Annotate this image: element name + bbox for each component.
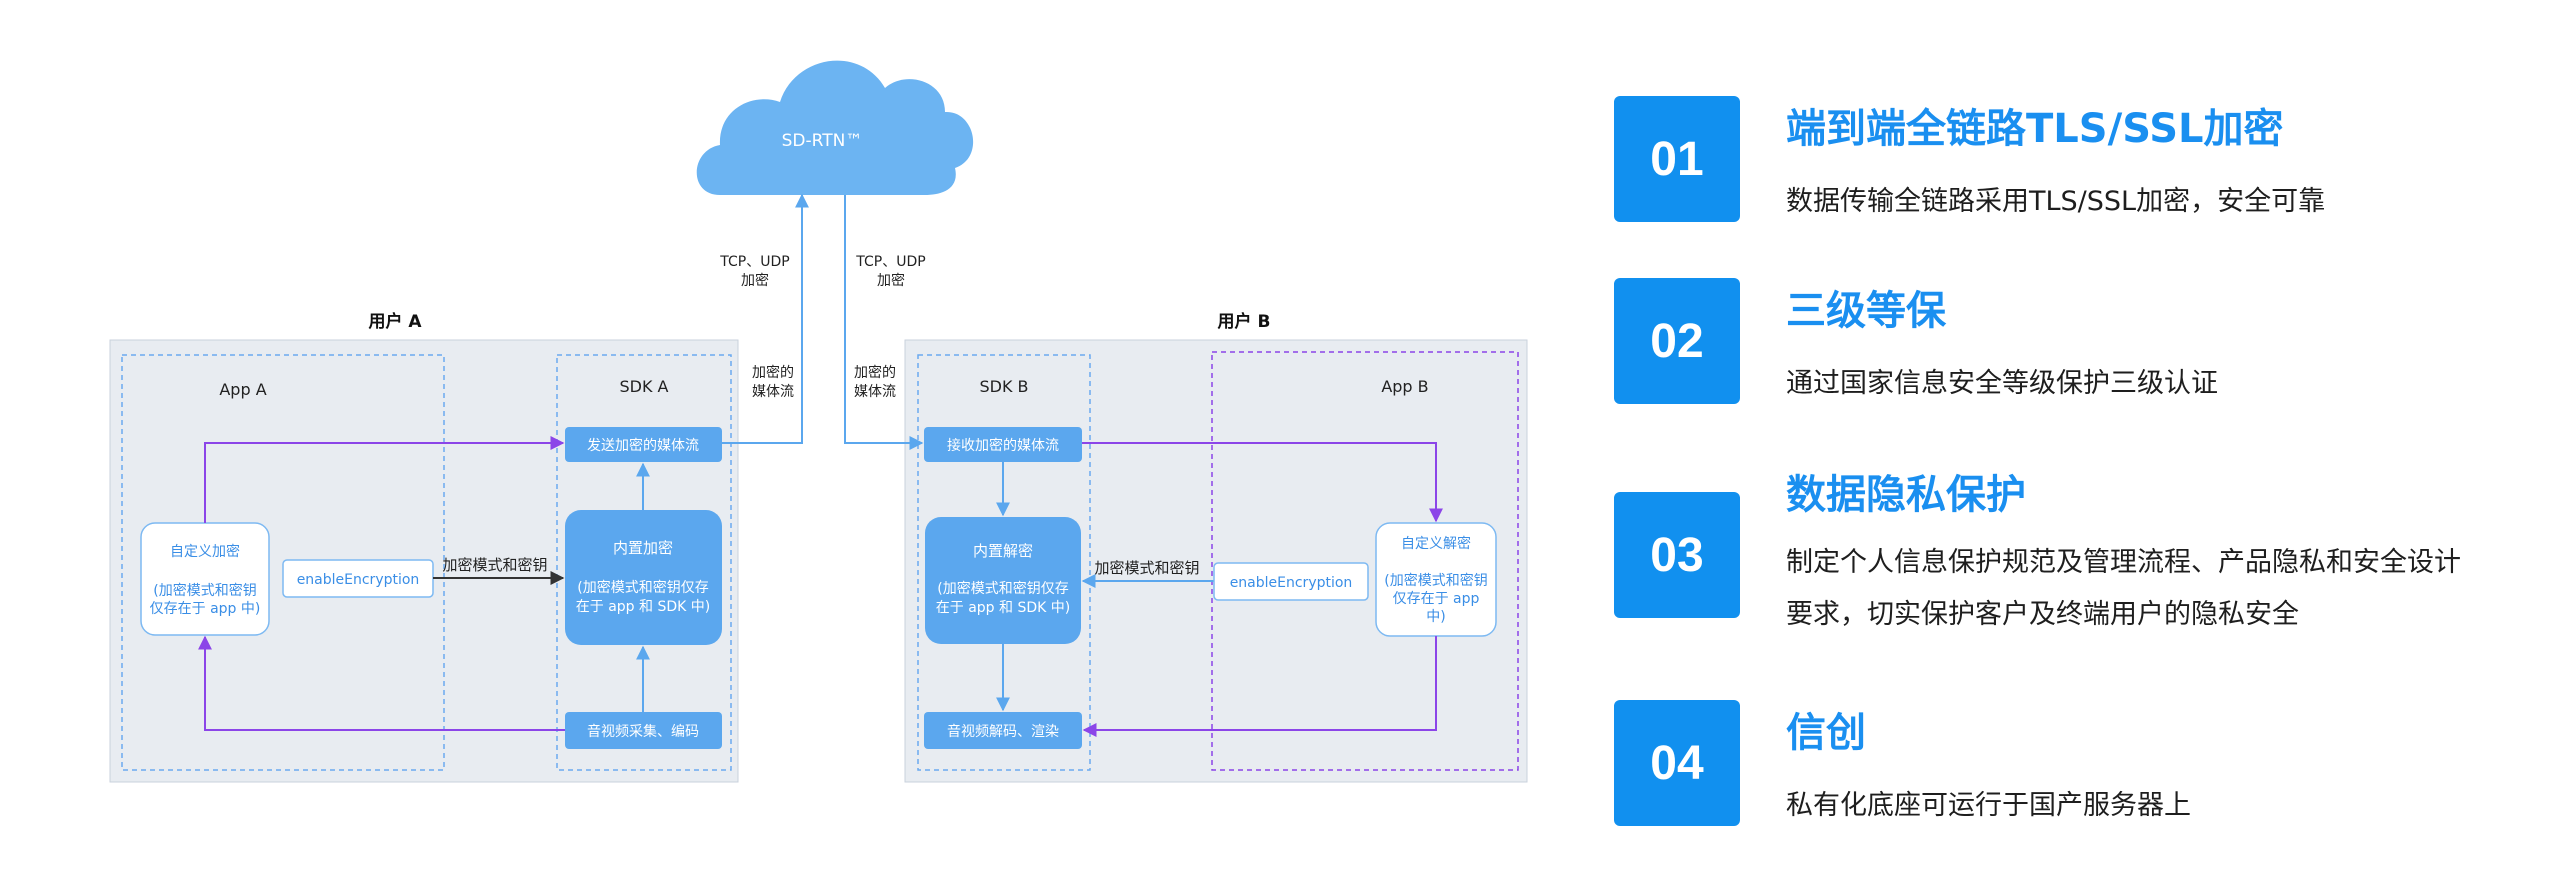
- arrow-send-to-cloud: [722, 193, 809, 444]
- recv-stream-box: [924, 427, 1082, 462]
- feature-item-1: 01 端到端全链路TLS/SSL加密 数据传输全链路采用TLS/SSL加密，安全…: [1614, 96, 2514, 246]
- custom-encrypt-box: [140, 522, 270, 636]
- user-b-title: 用户 B: [1218, 311, 1271, 332]
- app-a-label: App A: [219, 380, 266, 399]
- user-a-title: 用户 A: [368, 311, 422, 332]
- link-label-left-1: TCP、UDP: [719, 254, 789, 270]
- custom-decrypt-line-4: 仅存在于 app: [1393, 591, 1480, 607]
- feature-title-1: 端到端全链路TLS/SSL加密: [1786, 106, 2284, 152]
- custom-encrypt-line-1: 自定义加密: [170, 543, 240, 560]
- enable-encryption-a-label: enableEncryption: [297, 572, 420, 588]
- sdk-b-container: [917, 354, 1091, 771]
- feature-desc-1: 数据传输全链路采用TLS/SSL加密，安全可靠: [1786, 186, 2326, 217]
- feature-item-2: 02 三级等保 通过国家信息安全等级保护三级认证: [1614, 278, 2514, 428]
- builtin-encrypt-line-4: 在于 app 和 SDK 中): [576, 599, 710, 615]
- app-b-container: [1211, 351, 1519, 771]
- feature-item-4: 04 信创 私有化底座可运行于国产服务器上: [1614, 700, 2514, 850]
- builtin-decrypt-line-3: (加密模式和密钥仅存: [937, 580, 1068, 597]
- custom-decrypt-line-3: (加密模式和密钥: [1384, 572, 1487, 589]
- stream-label-right-1: 加密的: [854, 364, 896, 381]
- decode-render-label: 音视频解码、渲染: [947, 723, 1059, 740]
- link-label-left-2: 加密: [741, 272, 769, 289]
- recv-stream-label: 接收加密的媒体流: [947, 437, 1059, 454]
- capture-encode-label: 音视频采集、编码: [587, 723, 699, 740]
- feature-title-2: 三级等保: [1786, 288, 1946, 334]
- feature-number-2: 02: [1614, 278, 1740, 404]
- stream-label-left-1: 加密的: [752, 364, 794, 381]
- key-label-a: 加密模式和密钥: [442, 556, 547, 574]
- app-b-label: App B: [1381, 377, 1428, 396]
- stream-label-right-2: 媒体流: [854, 384, 896, 400]
- feature-desc-2: 通过国家信息安全等级保护三级认证: [1786, 368, 2218, 399]
- arrow-cloud-to-recv: [844, 195, 924, 450]
- arrow-recv-to-custom-decrypt: [1082, 442, 1443, 523]
- builtin-encrypt-line-3: (加密模式和密钥仅存: [577, 579, 708, 596]
- link-label-right-2: 加密: [877, 272, 905, 289]
- cloud-icon: [696, 60, 974, 195]
- arrow-custom-decrypt-to-decode: [1082, 636, 1437, 737]
- sdk-a-container: [556, 354, 732, 771]
- custom-encrypt-line-4: 仅存在于 app 中): [150, 601, 261, 617]
- cloud-label: SD-RTN™: [782, 131, 863, 151]
- feature-item-3: 03 数据隐私保护 制定个人信息保护规范及管理流程、产品隐私和安全设计要求，切实…: [1614, 462, 2514, 652]
- key-label-b: 加密模式和密钥: [1094, 559, 1199, 577]
- stream-label-left-2: 媒体流: [752, 384, 794, 400]
- arrow-custom-to-send: [204, 436, 565, 523]
- sdk-a-label: SDK A: [620, 377, 669, 396]
- decode-render-box: [924, 712, 1082, 749]
- send-stream-box: [565, 427, 722, 462]
- custom-decrypt-line-1: 自定义解密: [1401, 535, 1471, 552]
- sdk-b-label: SDK B: [979, 377, 1028, 396]
- feature-title-3: 数据隐私保护: [1786, 472, 2026, 518]
- arrow-capture-to-custom: [198, 635, 565, 731]
- feature-title-4: 信创: [1786, 710, 1866, 756]
- feature-number-4: 04: [1614, 700, 1740, 826]
- feature-desc-4: 私有化底座可运行于国产服务器上: [1786, 790, 2191, 821]
- feature-number-1: 01: [1614, 96, 1740, 222]
- feature-number-3: 03: [1614, 492, 1740, 618]
- enable-encryption-b-label: enableEncryption: [1230, 575, 1353, 591]
- builtin-decrypt-line-1: 内置解密: [973, 542, 1033, 560]
- custom-decrypt-line-5: 中): [1426, 609, 1445, 625]
- encryption-architecture-diagram: SD-RTN™ TCP、UDP 加密 TCP、UDP 加密 用户 A 用户 B …: [109, 60, 1528, 783]
- capture-encode-box: [565, 712, 722, 749]
- custom-encrypt-line-3: (加密模式和密钥: [153, 582, 256, 599]
- link-label-right-1: TCP、UDP: [855, 254, 925, 270]
- enable-encryption-b-box: [1213, 562, 1369, 601]
- builtin-encrypt-line-1: 内置加密: [613, 539, 673, 557]
- builtin-encrypt-box: [565, 510, 722, 645]
- builtin-decrypt-box: [925, 517, 1081, 644]
- builtin-decrypt-line-4: 在于 app 和 SDK 中): [936, 600, 1070, 616]
- feature-desc-3: 制定个人信息保护规范及管理流程、产品隐私和安全设计要求，切实保护客户及终端用户的…: [1786, 547, 2461, 630]
- send-stream-label: 发送加密的媒体流: [587, 437, 699, 454]
